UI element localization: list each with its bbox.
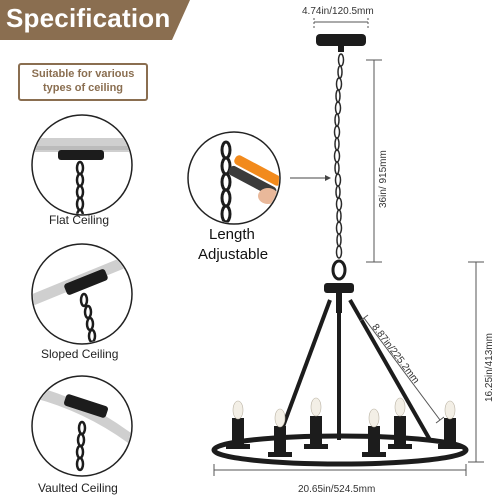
candle-lights xyxy=(226,397,462,457)
width-dimension: 20.65in/524.5mm xyxy=(298,484,376,495)
sloped-ceiling-illustration xyxy=(31,243,133,345)
tag-line-2: types of ceiling xyxy=(42,82,124,94)
chain-dimension: 36in/ 915mm xyxy=(378,150,389,208)
sloped-ceiling-label: Sloped Ceiling xyxy=(41,347,119,361)
tag-line-1: Suitable for various xyxy=(31,68,135,80)
length-label: Length xyxy=(209,226,255,243)
canopy-dimension-line xyxy=(313,18,369,30)
chandelier-illustration xyxy=(211,34,469,467)
canopy-dimension: 4.74in/120.5mm xyxy=(302,6,374,17)
banner-shape xyxy=(0,0,190,40)
detail-pointer-arrow xyxy=(325,175,331,181)
arm-dimension-line xyxy=(359,314,445,424)
flat-ceiling-illustration xyxy=(31,114,133,216)
vaulted-ceiling-label: Vaulted Ceiling xyxy=(38,481,118,495)
adjustable-label: Adjustable xyxy=(198,246,269,263)
ceiling-tag-box: Suitable for various types of ceiling xyxy=(18,63,148,101)
flat-ceiling-label: Flat Ceiling xyxy=(49,213,110,227)
chain-dimension-line xyxy=(366,59,382,263)
height-dimension-line xyxy=(468,261,484,463)
vaulted-ceiling-illustration xyxy=(31,375,133,477)
height-dimension: 16.25in/413mm xyxy=(484,333,495,402)
width-dimension-line xyxy=(213,464,467,476)
chain-adjust-illustration xyxy=(187,131,281,225)
page-title: Specification xyxy=(6,3,171,33)
